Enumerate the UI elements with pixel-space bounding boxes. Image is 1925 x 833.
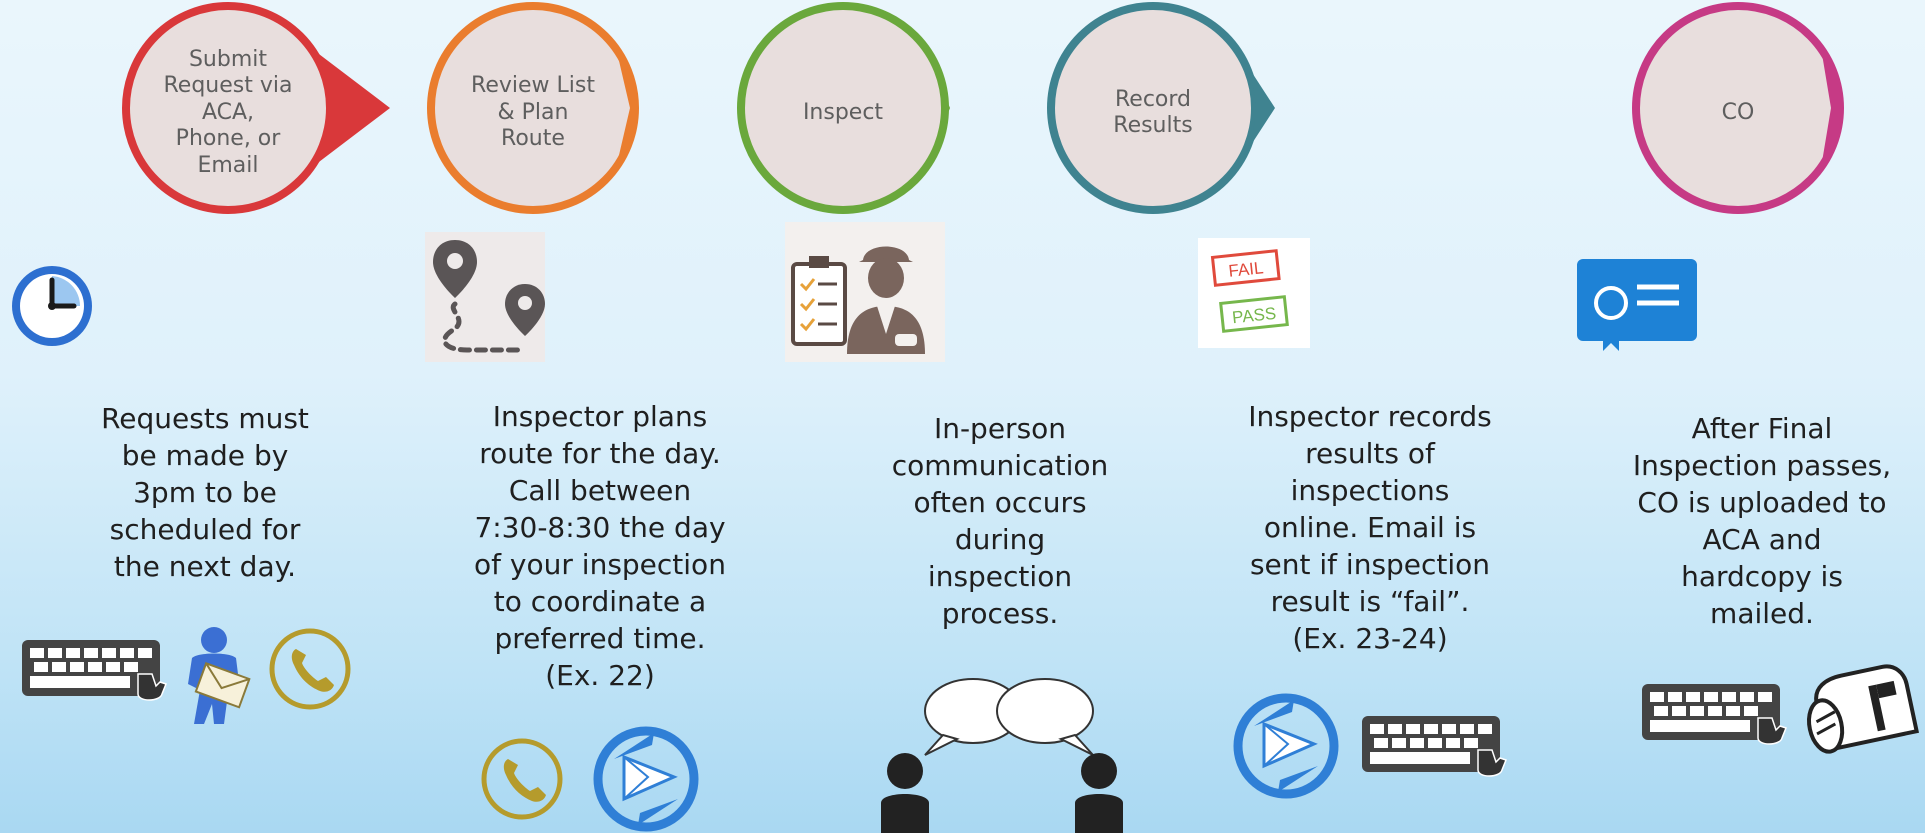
step-3-shape (737, 2, 950, 214)
phone-icon (266, 625, 356, 715)
step-5-bubble: CO (1595, 0, 1925, 250)
email-icon (592, 725, 702, 833)
step-5-title: CO (1721, 99, 1755, 125)
inspector-checklist-icon (785, 222, 945, 362)
step-3-title: Inspect (802, 99, 884, 125)
certificate-icon (1575, 255, 1700, 355)
keyboard-icon (20, 636, 170, 706)
step-5-description: After Final Inspection passes, CO is upl… (1632, 412, 1892, 630)
step-2-title: Review List & Plan Route (471, 73, 595, 152)
step-4-bubble: Record Results (1010, 0, 1340, 250)
keyboard-icon (1360, 712, 1510, 782)
step-3-description: In-person communication often occurs dur… (891, 412, 1109, 630)
step-4-description: Inspector records results of inspections… (1248, 400, 1492, 655)
person-with-mail-icon (178, 624, 258, 736)
keyboard-icon (1640, 680, 1790, 750)
clock-icon (8, 262, 98, 352)
route-map-pin-icon (425, 232, 545, 362)
step-3-bubble: Inspect (700, 0, 1030, 250)
conversation-people-icon (875, 675, 1140, 833)
step-1-title: Submit Request via ACA, Phone, or Email (163, 47, 293, 178)
step-1-bubble: Submit Request via ACA, Phone, or Email (85, 0, 415, 250)
email-icon (1232, 692, 1342, 800)
fail-stamp-text: FAIL (1228, 258, 1265, 281)
step-2-bubble: Review List & Plan Route (390, 0, 720, 250)
step-2-shape (427, 2, 639, 214)
step-2-description: Inspector plans route for the day. Call … (474, 400, 726, 692)
step-1-description: Requests must be made by 3pm to be sched… (101, 402, 309, 583)
mailbox-icon (1800, 664, 1920, 765)
step-4-shape (1047, 2, 1275, 214)
fail-pass-stamp-icon: FAIL PASS (1198, 238, 1310, 348)
step-5-shape (1632, 2, 1844, 214)
step-1-shape (122, 2, 390, 214)
step-4-title: Record Results (1113, 86, 1193, 138)
pass-stamp-text: PASS (1231, 304, 1277, 328)
phone-icon (478, 735, 568, 825)
